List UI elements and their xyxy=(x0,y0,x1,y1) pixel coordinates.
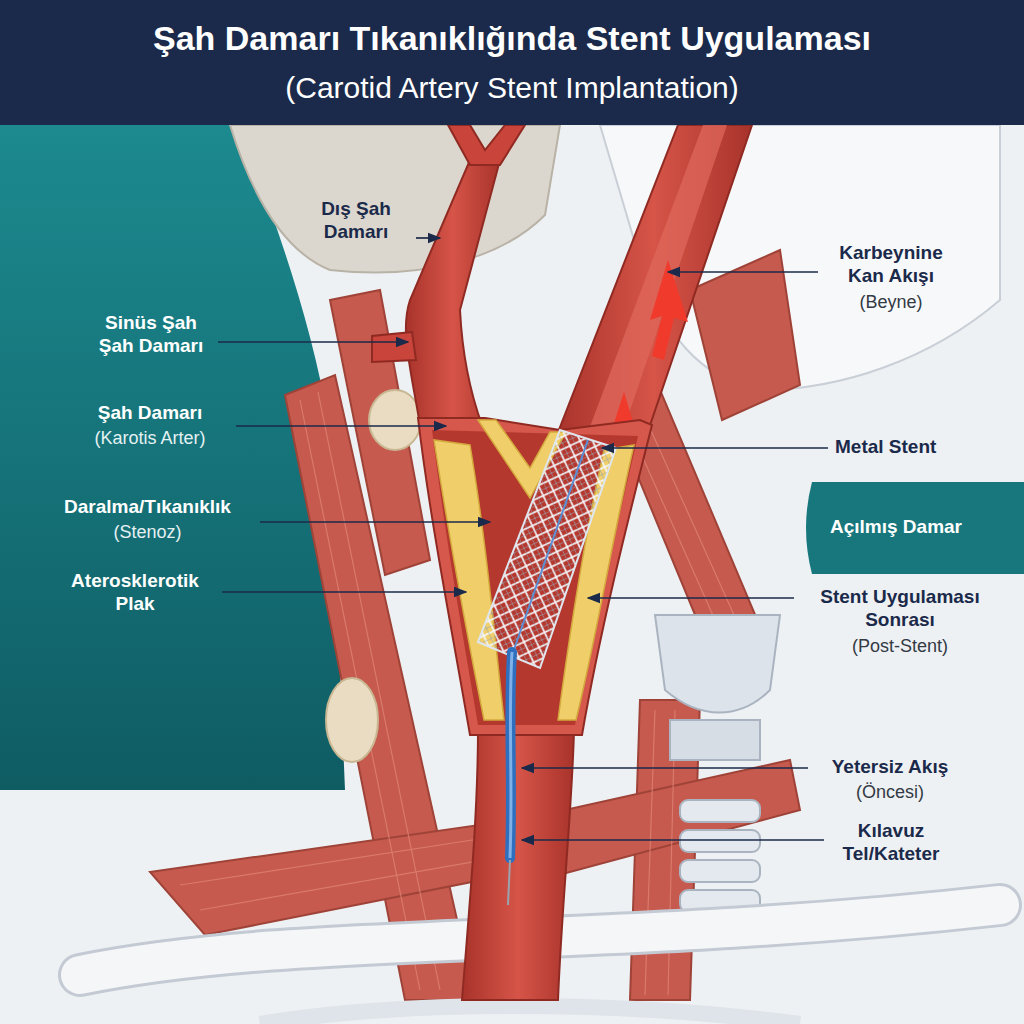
part-sublabel: (Post-Stent) xyxy=(800,636,1000,658)
part-label: Daralma/Tıkanıklık xyxy=(40,496,255,519)
part-label: Kılavuz Tel/Kateter xyxy=(830,820,952,866)
part-label: Dış Şah Damarı xyxy=(300,198,412,244)
part-sublabel: (Beyne) xyxy=(825,292,957,314)
part-label: Metal Stent xyxy=(835,436,1005,459)
part-label: Sinüs Şah Şah Damarı xyxy=(90,312,212,358)
part-label: Şah Damarı xyxy=(70,402,230,425)
part-label: Yetersiz Akış xyxy=(815,756,965,779)
part-label: Stent Uygulaması Sonrası xyxy=(800,586,1000,632)
part-label: Aterosklerotik Plak xyxy=(55,570,215,616)
part-label: Karbeynine Kan Akışı xyxy=(825,242,957,288)
subtitle: (Carotid Artery Stent Implantation) xyxy=(12,70,1012,106)
title-band: Şah Damarı Tıkanıklığında Stent Uygulama… xyxy=(0,0,1024,125)
title: Şah Damarı Tıkanıklığında Stent Uygulama… xyxy=(12,18,1012,59)
part-sublabel: (Stenoz) xyxy=(40,522,255,544)
part-sublabel: (Öncesi) xyxy=(815,782,965,804)
part-sublabel: (Karotis Arter) xyxy=(60,428,240,450)
part-label: Açılmış Damar xyxy=(830,516,1015,539)
